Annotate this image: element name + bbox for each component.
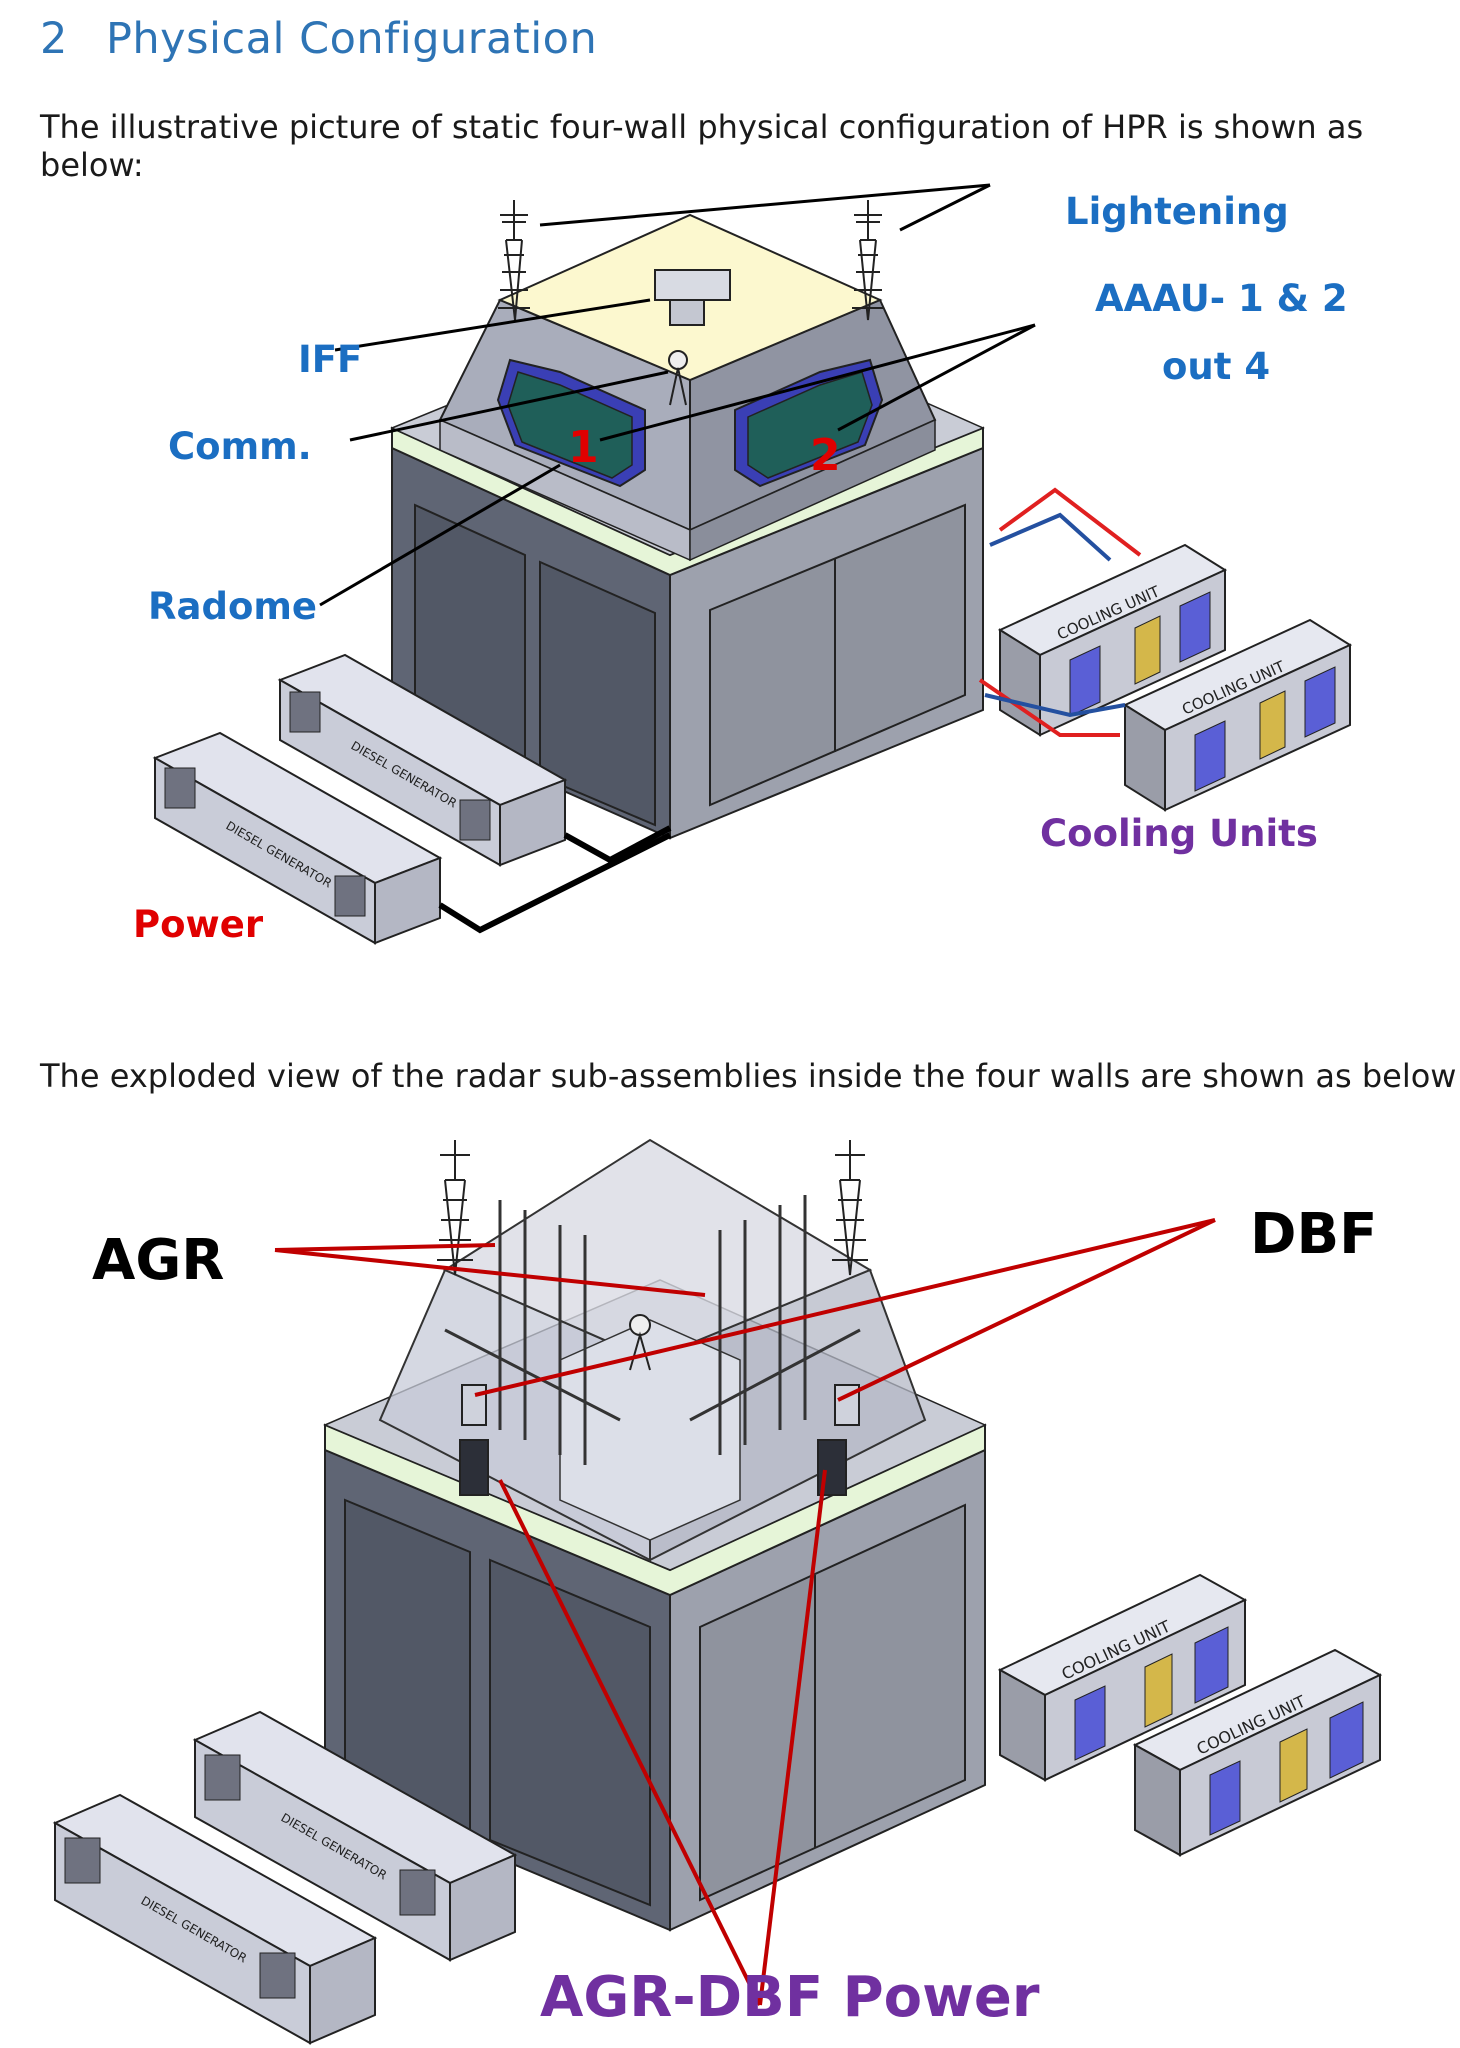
exploded-cooling-unit-front: COOLING UNIT	[1132, 1648, 1383, 1857]
label-power: Power	[133, 903, 264, 946]
exploded-tower-right	[832, 1140, 868, 1276]
label-lightening: Lightening	[1065, 190, 1289, 233]
exploded-tower-left	[437, 1140, 473, 1276]
radome-panel-2: 2	[810, 430, 841, 481]
power-cable-2	[438, 832, 672, 934]
exploded-callout-arrows	[274, 1218, 1216, 2006]
label-radome: Radome	[148, 585, 318, 628]
iff-antenna	[654, 269, 731, 326]
lightening-tower-left	[498, 200, 530, 321]
exploded-cooling-unit-back: COOLING UNIT	[997, 1573, 1248, 1782]
label-aaau: AAAU- 1 & 2	[1095, 277, 1348, 320]
power-cable-1	[563, 825, 672, 864]
section-number: 2	[40, 14, 68, 64]
agr-frames	[444, 1195, 861, 1465]
exploded-paragraph: The exploded view of the radar sub-assem…	[40, 1057, 1457, 1095]
section-heading: 2 Physical Configuration	[40, 14, 597, 64]
radome-panel-1: 1	[568, 422, 599, 473]
label-dbf: DBF	[1250, 1202, 1378, 1267]
label-comm: Comm.	[168, 425, 312, 468]
section-title: Physical Configuration	[106, 14, 598, 64]
dbf-cabinets	[459, 1384, 860, 1496]
cooling-unit-back: COOLING UNIT	[997, 543, 1228, 737]
comm-mast	[668, 350, 688, 406]
hpr-configuration-figure: 1 2 DIESEL GENERATOR DIESEL GENERATOR	[152, 183, 1353, 945]
exploded-comm-mast	[629, 1314, 651, 1371]
cooling-unit-front: COOLING UNIT	[1122, 618, 1353, 812]
coolant-flow-arrows	[978, 487, 1142, 737]
exploded-generator-front: DIESEL GENERATOR	[52, 1793, 378, 2045]
label-agr: AGR	[92, 1228, 225, 1293]
label-iff: IFF	[298, 338, 363, 381]
label-out: out 4	[1162, 345, 1271, 388]
lightening-tower-right	[852, 200, 884, 321]
label-agr-dbf-power: AGR-DBF Power	[540, 1965, 1040, 2030]
exploded-generator-back: DIESEL GENERATOR	[192, 1710, 518, 1962]
label-cooling-units: Cooling Units	[1040, 812, 1318, 855]
intro-paragraph: The illustrative picture of static four-…	[40, 108, 1364, 184]
callout-arrows	[319, 183, 1036, 607]
diesel-generator-back: DIESEL GENERATOR	[277, 653, 568, 867]
